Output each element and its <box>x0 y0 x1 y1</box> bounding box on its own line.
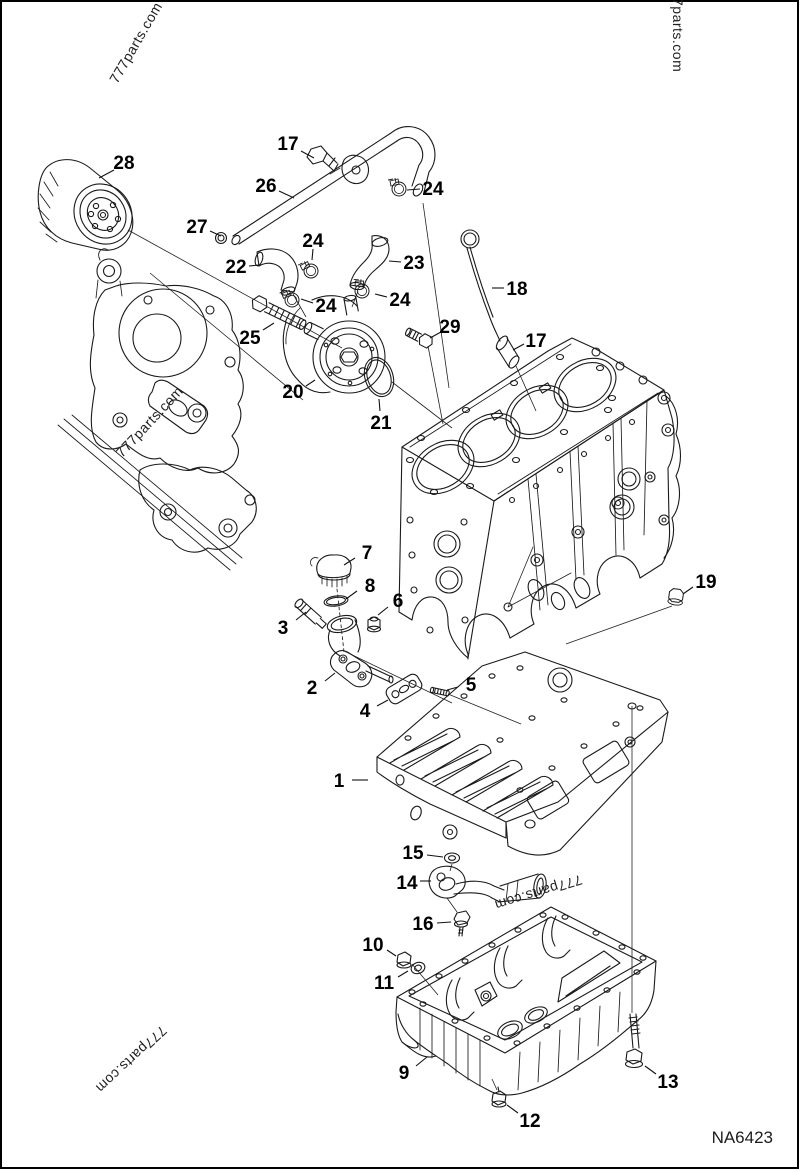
breather-tube-3-illustration <box>294 598 327 629</box>
callout-18: 18 <box>506 279 527 300</box>
cooler-o-ring-21-illustration <box>363 356 395 398</box>
callout-28: 28 <box>113 153 134 174</box>
callout-15: 15 <box>402 843 424 864</box>
callout-25: 25 <box>239 328 261 349</box>
pan-baffles <box>445 915 621 1040</box>
belt-lines <box>57 414 243 571</box>
callout-12: 12 <box>519 1111 540 1132</box>
callout-24a: 24 <box>422 179 444 200</box>
engine-front-plate-illustration <box>57 248 257 571</box>
frame-bolt-holes <box>404 665 644 793</box>
filler-neck-2-illustration <box>326 588 394 688</box>
o-ring-8-illustration <box>323 595 349 607</box>
callout-4: 4 <box>360 701 371 722</box>
callouts: 28 17 26 24 27 22 24 23 24 24 25 29 18 1… <box>98 134 717 1132</box>
bolt-16-illustration <box>453 910 471 937</box>
callout-6: 6 <box>393 591 404 612</box>
bolt-12-illustration <box>491 1086 507 1108</box>
assembly-lines <box>127 202 673 1091</box>
callout-14: 14 <box>396 873 418 894</box>
callout-5: 5 <box>466 675 477 696</box>
oil-pipe-illustration <box>231 126 436 246</box>
watermark-top-right: 7parts.com <box>670 0 686 72</box>
callout-21: 21 <box>370 413 392 434</box>
callout-24c: 24 <box>389 290 411 311</box>
drain-plug-10-illustration <box>396 951 412 969</box>
callout-20: 20 <box>282 382 303 403</box>
oil-filter-illustration <box>37 159 134 251</box>
filler-cap-illustration <box>309 554 352 588</box>
pan-ribs <box>419 991 621 1091</box>
callout-8: 8 <box>365 576 376 597</box>
callout-7: 7 <box>362 543 373 564</box>
callout-13: 13 <box>657 1072 678 1093</box>
callout-9: 9 <box>399 1063 410 1084</box>
drawing-number: NA6423 <box>712 1128 773 1147</box>
callout-17b: 17 <box>525 331 546 352</box>
pipe-bolt-illustration <box>306 145 339 172</box>
callout-22: 22 <box>225 257 246 278</box>
frame-scallops <box>389 727 554 819</box>
nut-6-illustration <box>366 616 382 633</box>
callout-16: 16 <box>412 914 433 935</box>
oil-pan-illustration <box>395 906 657 1096</box>
bolt-13-illustration <box>624 1013 644 1069</box>
callout-27: 27 <box>186 217 207 238</box>
washer-15-illustration <box>443 852 461 864</box>
callout-19: 19 <box>695 572 716 593</box>
ladder-frame-illustration <box>376 651 669 856</box>
callout-1: 1 <box>334 771 345 792</box>
pan-rim-bolt-holes <box>408 912 647 1046</box>
callout-11: 11 <box>374 973 395 994</box>
callout-2: 2 <box>307 678 318 699</box>
callout-26: 26 <box>255 176 276 197</box>
dipstick-illustration <box>460 229 501 342</box>
filter-pleats <box>37 171 59 243</box>
dipstick-tube-illustration <box>495 335 520 369</box>
gasket-4-illustration <box>385 673 423 705</box>
suction-pipe-illustration <box>428 865 547 903</box>
cylinder-block-illustration <box>398 337 682 660</box>
callout-24b: 24 <box>302 231 324 252</box>
callout-10: 10 <box>362 935 383 956</box>
callout-3: 3 <box>278 618 289 639</box>
callout-29: 29 <box>439 317 460 338</box>
callout-23: 23 <box>403 253 424 274</box>
callout-24d: 24 <box>315 296 337 317</box>
callout-17a: 17 <box>277 134 298 155</box>
deck-bolt-holes <box>405 353 617 496</box>
o-ring-27-illustration <box>214 231 228 245</box>
